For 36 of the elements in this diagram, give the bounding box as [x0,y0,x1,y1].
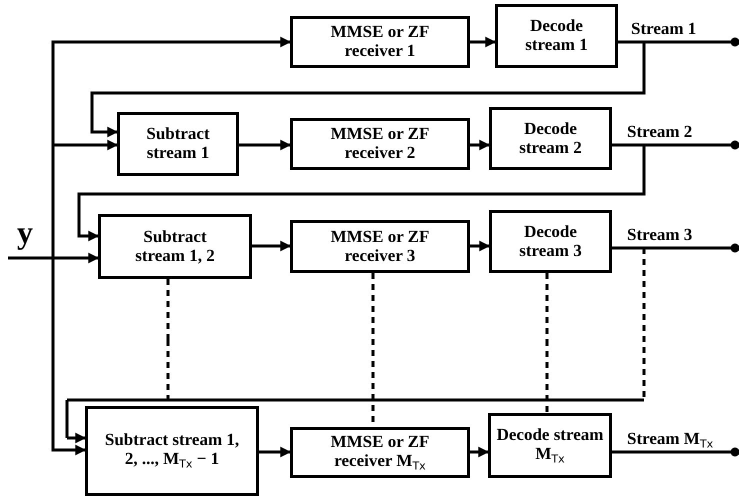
edge-label: Stream M$_{Tx}$ [626,430,714,450]
arrow [470,36,496,48]
arrow [470,446,490,458]
process-box [117,112,239,176]
signal-label: y [8,208,42,258]
box-label: Subtract stream 1 [145,125,211,163]
arrow [470,240,490,252]
box-label: Decode stream 1 [524,17,589,55]
process-box [495,4,618,68]
box-label: MMSE or ZF receiver M$_{Tx}$ [330,432,430,472]
arrow [66,246,646,444]
box-label: Decode stream 2 [518,120,583,158]
box-label: Decode stream 3 [518,222,583,260]
dashed-line [546,273,548,413]
arrow [259,446,292,458]
box-label: Subtract stream 1, 2, ..., M$_{Tx}$ − 1 [104,431,240,471]
box-label: MMSE or ZF receiver 3 [330,228,430,266]
process-box [85,406,259,496]
arrow [239,140,292,150]
box-label: Decode stream M$_{Tx}$ [496,426,604,466]
box-label: MMSE or ZF receiver 1 [330,23,430,61]
process-box [489,210,612,273]
box-label: MMSE or ZF receiver 2 [330,125,430,163]
arrow [6,256,86,456]
process-box [489,107,612,170]
process-box [290,118,470,170]
process-box [98,214,252,279]
arrow [252,240,292,252]
arrow [90,40,646,138]
process-box [488,413,612,478]
box-label: Subtract stream 1, 2 [134,228,216,266]
process-box [290,427,470,478]
arrow [78,144,646,242]
process-box [290,16,470,68]
process-box [290,220,470,273]
arrow [470,140,490,150]
